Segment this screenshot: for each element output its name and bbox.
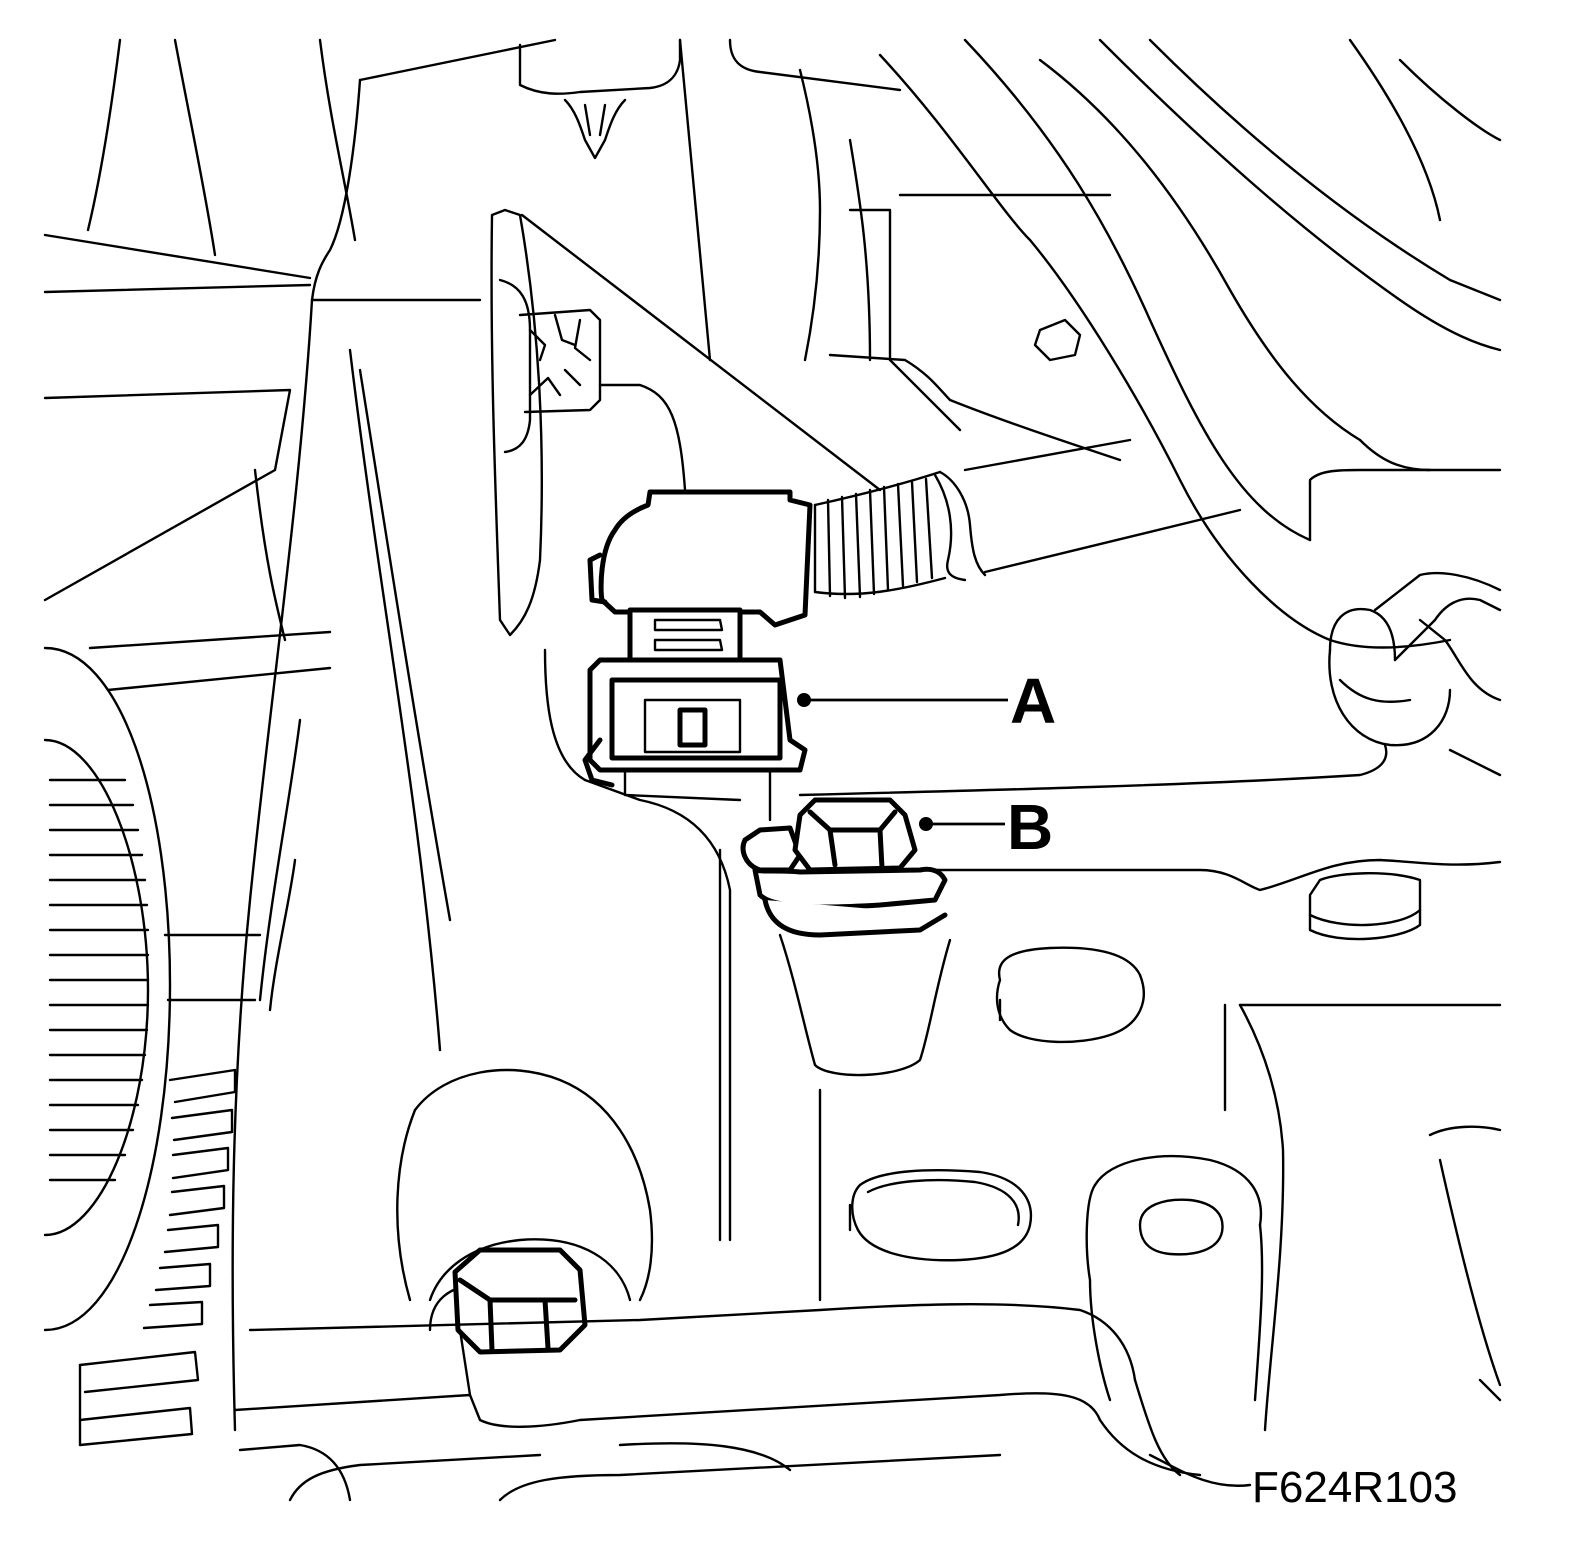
hose-elbow [798, 571, 1502, 797]
knock-sensor [740, 797, 952, 1077]
cylindrical-boss [1085, 1154, 1264, 1402]
top-clip [518, 38, 682, 160]
belt-teeth [78, 1068, 237, 1447]
right-background [678, 38, 1502, 649]
lower-boss [396, 1068, 654, 1355]
callout-b: B [919, 791, 1053, 863]
figure-id-leader [1148, 1453, 1252, 1487]
engine-block [818, 858, 1502, 1432]
lower-hex-bolt [452, 1247, 588, 1355]
pulley-teeth [48, 778, 150, 1182]
bottom-rail [233, 1303, 1502, 1502]
flange-plate [490, 208, 882, 637]
stud-bolt [518, 308, 602, 414]
hex-bolt [792, 797, 918, 873]
corrugated-sleeve [813, 470, 947, 600]
mounting-bracket [231, 38, 732, 1432]
sensor-cable [813, 438, 1242, 600]
callout-b-label: B [1007, 791, 1053, 863]
timing-belt-pulley [43, 630, 332, 1447]
callout-a-label: A [1010, 665, 1056, 737]
callout-a: A [797, 665, 1056, 737]
sensor-connector [582, 489, 813, 822]
figure-id: F624R103 [1252, 1463, 1457, 1512]
core-plug [848, 1169, 1033, 1262]
upper-left-housing [43, 38, 357, 642]
